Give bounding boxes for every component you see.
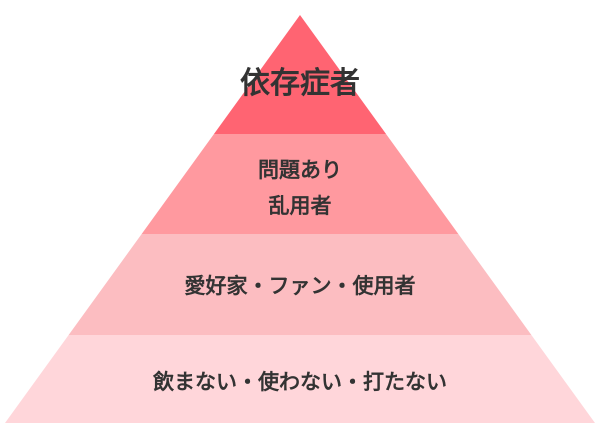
pyramid-level-1 (213, 15, 387, 134)
level-3-text: 愛好家・ファン・使用者 (184, 273, 416, 298)
level-2-text-line-2: 乱用者 (268, 193, 332, 218)
level-2-text-line-1: 問題あり (258, 157, 342, 182)
level-4-text: 飲まない・使わない・打たない (153, 369, 447, 394)
level-1-text: 依存症者 (240, 66, 360, 101)
pyramid-level-4 (5, 335, 595, 423)
pyramid-level-3 (68, 234, 532, 335)
level-2-label: 問題あり 乱用者 (0, 152, 600, 224)
pyramid-level-2 (141, 134, 459, 234)
level-3-label: 愛好家・ファン・使用者 (0, 270, 600, 300)
level-1-label: 依存症者 (0, 58, 600, 102)
level-4-label: 飲まない・使わない・打たない (0, 366, 600, 396)
